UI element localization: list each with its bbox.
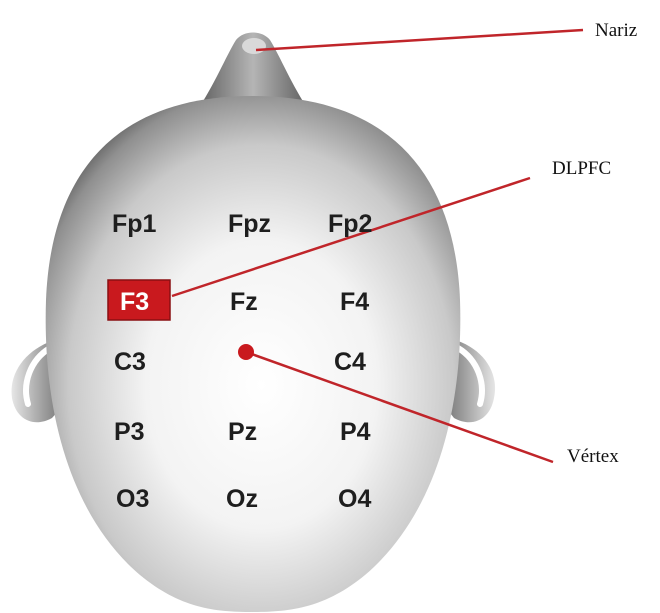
electrode-p3: P3 <box>114 418 145 446</box>
electrode-c4: C4 <box>334 348 366 376</box>
electrode-f4: F4 <box>340 288 369 316</box>
electrode-p4: P4 <box>340 418 371 446</box>
vertex-marker <box>238 344 254 360</box>
dlpfc-label: DLPFC <box>552 158 611 179</box>
nose-tip <box>242 38 266 54</box>
vertex-label: Vértex <box>567 446 619 467</box>
electrode-c3: C3 <box>114 348 146 376</box>
electrode-fz: Fz <box>230 288 258 316</box>
electrode-fp1: Fp1 <box>112 210 157 238</box>
electrode-fp2: Fp2 <box>328 210 372 238</box>
electrode-pz: Pz <box>228 418 257 446</box>
nose-leader-line <box>256 30 583 50</box>
electrode-fpz: Fpz <box>228 210 271 238</box>
electrode-oz: Oz <box>226 485 258 513</box>
electrode-o4: O4 <box>338 485 371 513</box>
electrode-f3: F3 <box>120 288 149 316</box>
electrode-o3: O3 <box>116 485 149 513</box>
nose-label: Nariz <box>595 20 637 41</box>
